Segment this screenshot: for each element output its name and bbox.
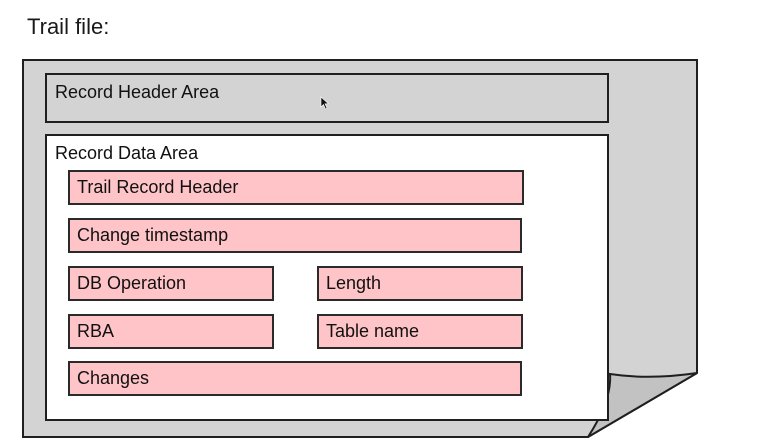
mouse-pointer-icon (320, 96, 330, 110)
field-change-timestamp: Change timestamp (68, 218, 522, 253)
field-table-name: Table name (317, 314, 523, 349)
diagram-title: Trail file: (27, 14, 110, 39)
record-data-area-label: Record Data Area (55, 143, 199, 163)
field-rba: RBA (68, 314, 274, 349)
field-db-operation: DB Operation (68, 266, 274, 301)
field-changes: Changes (68, 361, 522, 396)
field-length: Length (317, 266, 523, 301)
field-trail-record-header: Trail Record Header (68, 170, 524, 205)
record-header-area-label: Record Header Area (55, 82, 220, 102)
record-data-area: Record Data Area Trail Record Header Cha… (45, 134, 609, 421)
record-header-area: Record Header Area (45, 73, 609, 123)
